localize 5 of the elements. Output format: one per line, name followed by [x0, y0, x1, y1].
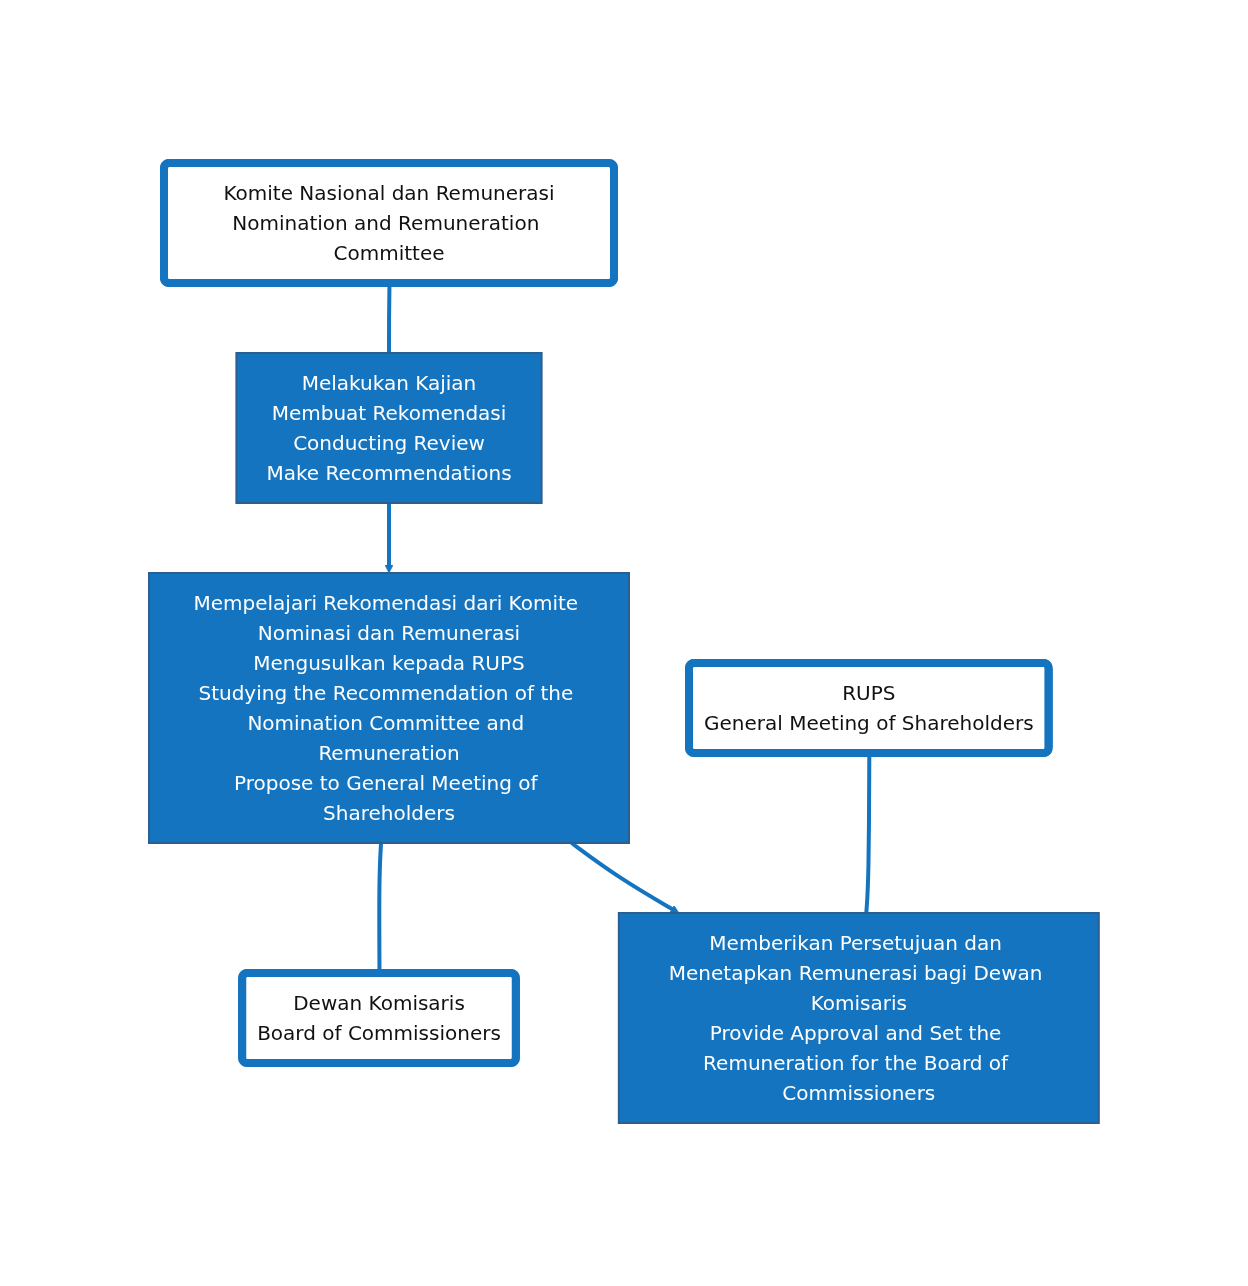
node-box: Memberikan Persetujuan dan Menetapkan Remunerasi bagi Dewan Komisaris Provide Approval and Set the Remuneration for the Board of Commissioners — [617, 912, 1100, 1124]
node-box: Melakukan Kajian Membuat Rekomendasi Conducting Review Make Recommendations — [235, 352, 543, 504]
arrow — [384, 503, 394, 574]
node-box: Mempelajari Rekomendasi dari Komite Nominasi dan Remunerasi Mengusulkan kepada RUPS Studying the Recommendation of the Nomination Committee and Remuneration Propose to General Meeting of Shareholders — [148, 572, 631, 844]
arrow — [570, 841, 680, 914]
